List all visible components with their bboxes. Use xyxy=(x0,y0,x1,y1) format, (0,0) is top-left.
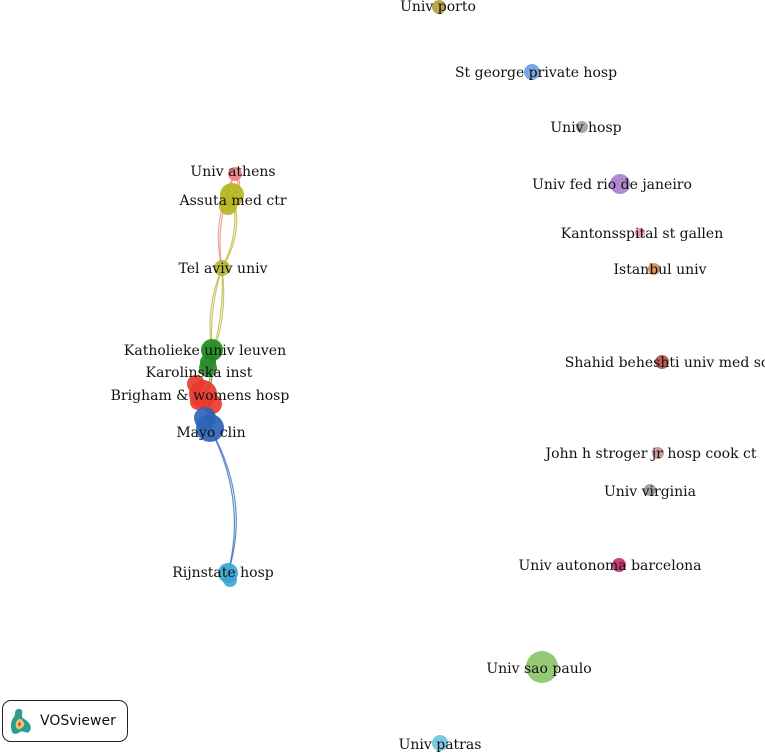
node-brigham[interactable] xyxy=(189,380,217,408)
node-label-telaviv: Tel aviv univ xyxy=(179,261,268,277)
node-rijnstate[interactable] xyxy=(218,563,238,583)
vosviewer-badge: VOSviewer xyxy=(2,700,128,742)
node-karolinska[interactable] xyxy=(199,359,217,377)
network-nodes xyxy=(187,0,669,751)
node-label-virginia: Univ virginia xyxy=(604,484,696,500)
node-stroger[interactable] xyxy=(652,447,664,459)
node-athens[interactable] xyxy=(228,167,242,181)
node-riodejan[interactable] xyxy=(610,174,630,194)
node-univhosp[interactable] xyxy=(576,121,588,133)
node-label-shahid: Shahid beheshti univ med sci xyxy=(565,355,765,371)
link-mayo-rijnstate xyxy=(209,427,237,574)
node-label-athens: Univ athens xyxy=(190,164,275,180)
node-stgallen[interactable] xyxy=(635,228,645,238)
node-label-barcelona: Univ autonoma barcelona xyxy=(519,558,702,574)
node-label-rijnstate: Rijnstate hosp xyxy=(172,565,274,581)
link-mayo-rijnstate xyxy=(209,427,235,574)
node-assuta[interactable] xyxy=(220,183,244,207)
node-patras[interactable] xyxy=(432,735,448,751)
node-leuven[interactable] xyxy=(201,339,223,361)
node-label-assuta: Assuta med ctr xyxy=(178,193,286,209)
node-label-karolinska: Karolinska inst xyxy=(146,365,253,381)
node-telaviv[interactable] xyxy=(214,260,230,276)
node-istanbul[interactable] xyxy=(648,263,660,275)
node-label-saopaulo: Univ sao paulo xyxy=(486,661,591,677)
node-label-stgallen: Kantonsspital st gallen xyxy=(561,226,723,242)
node-label-univhosp: Univ hosp xyxy=(550,120,621,136)
node-virginia[interactable] xyxy=(644,484,656,496)
node-label-mayo: Mayo clin xyxy=(176,425,245,441)
node-label-stgeorge: St george private hosp xyxy=(455,65,617,81)
node-label-riodejan: Univ fed rio de janeiro xyxy=(532,177,692,193)
node-stgeorge[interactable] xyxy=(524,64,540,80)
node-mayo[interactable] xyxy=(196,414,224,442)
node-shahid[interactable] xyxy=(655,355,669,369)
node-porto[interactable] xyxy=(432,0,446,14)
node-label-stroger: John h stroger jr hosp cook ct xyxy=(544,446,757,462)
node-label-istanbul: Istanbul univ xyxy=(613,262,706,278)
vosviewer-badge-label: VOSviewer xyxy=(40,713,116,729)
node-label-leuven: Katholieke univ leuven xyxy=(124,343,286,359)
node-label-patras: Univ patras xyxy=(399,737,482,753)
node-label-porto: Univ porto xyxy=(400,0,476,15)
node-saopaulo[interactable] xyxy=(526,651,558,683)
node-label-brigham: Brigham & womens hosp xyxy=(111,388,290,404)
node-barcelona[interactable] xyxy=(612,558,626,572)
vosviewer-logo-icon xyxy=(10,708,31,734)
